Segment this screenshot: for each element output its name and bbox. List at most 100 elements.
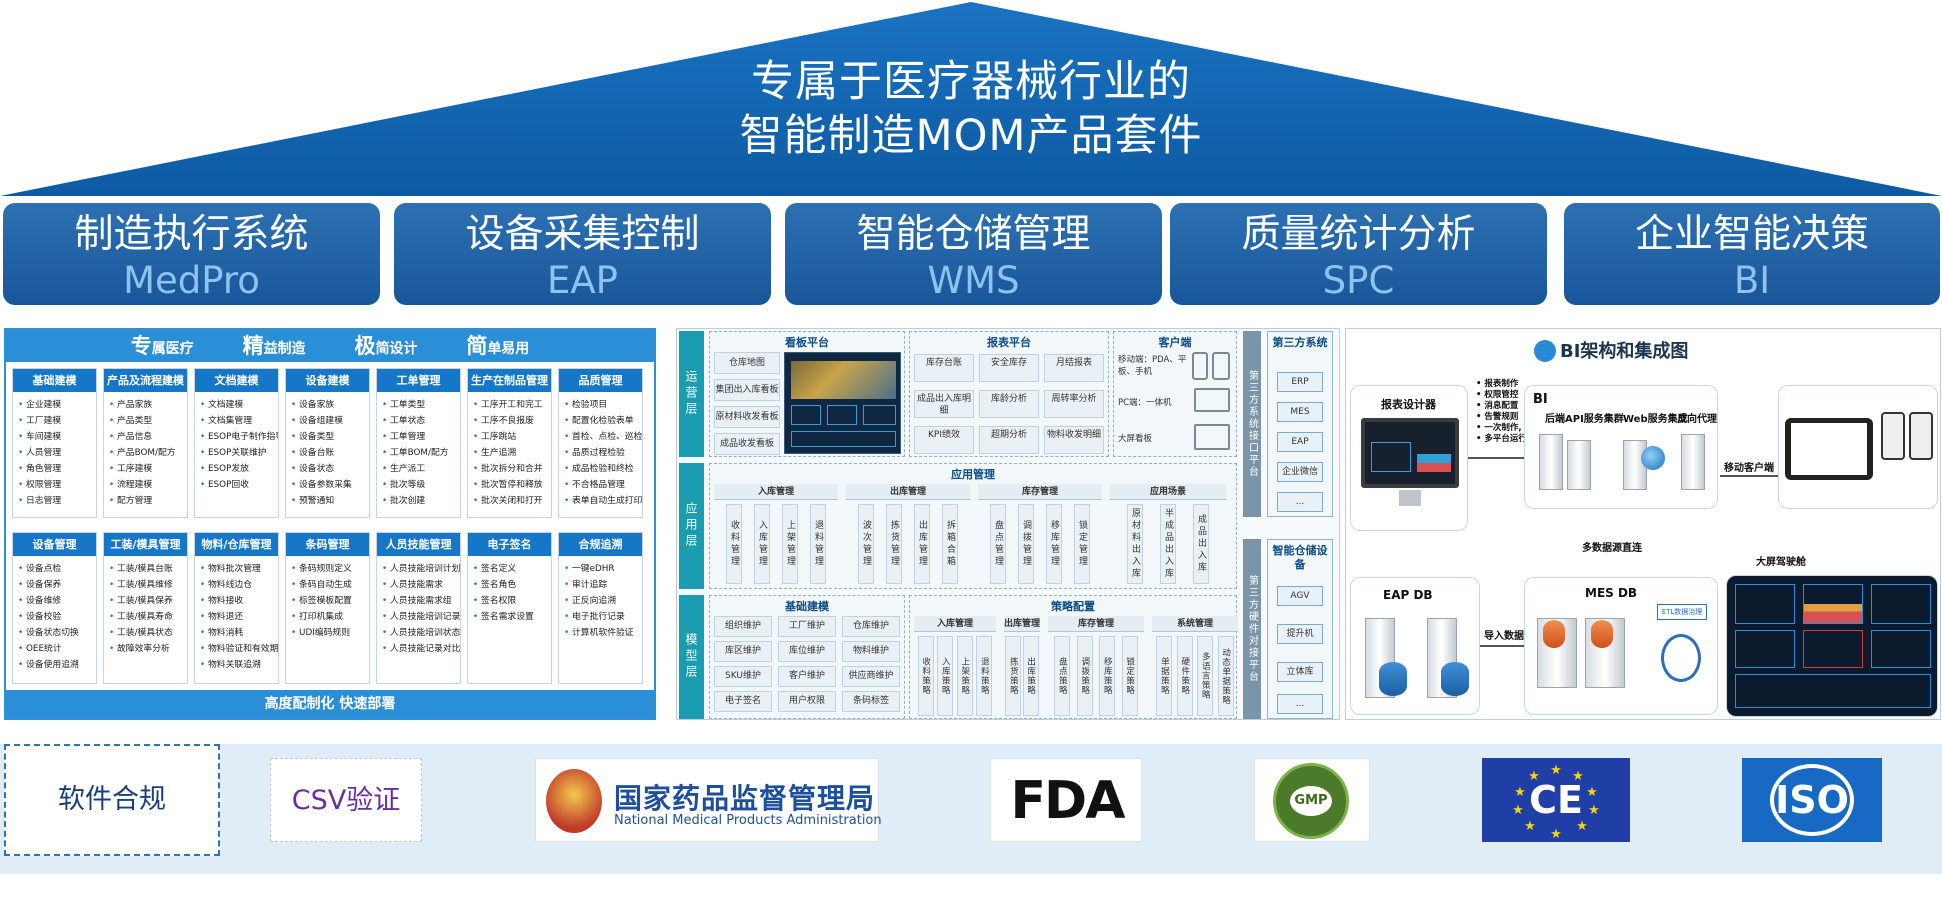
module-spc[interactable]: 质量统计分析 SPC	[1170, 203, 1547, 305]
report-item[interactable]: KPI绩效	[914, 426, 974, 454]
kanban-item[interactable]: 仓库地图	[714, 352, 780, 374]
app-item[interactable]: 拣货管理	[886, 504, 902, 584]
strategy-item[interactable]: 单据策略	[1156, 636, 1173, 716]
etl-db-icon	[1661, 634, 1701, 682]
app-item[interactable]: 退料管理	[810, 504, 826, 584]
mes-module-item: 预警通知	[291, 493, 369, 509]
strategy-item[interactable]: 多语言策略	[1197, 636, 1214, 716]
base-item[interactable]: 库区维护	[714, 641, 772, 662]
app-item[interactable]: 成品出入库	[1193, 504, 1209, 584]
app-item[interactable]: 波次管理	[858, 504, 874, 584]
mes-module-title[interactable]: 产品及流程建模	[104, 369, 187, 392]
base-item[interactable]: SKU维护	[714, 666, 772, 687]
report-item[interactable]: 安全库存	[979, 354, 1039, 382]
mes-module-item: 设备保养	[18, 577, 96, 593]
app-item[interactable]: 盘点管理	[990, 504, 1006, 584]
dashboard-thumbnail	[784, 352, 901, 454]
strategy-item[interactable]: 退料策略	[976, 636, 993, 716]
mes-module-title[interactable]: 文档建模	[195, 369, 278, 392]
app-item[interactable]: 上架管理	[782, 504, 798, 584]
report-item[interactable]: 月结报表	[1044, 354, 1104, 382]
strategy-item[interactable]: 移库策略	[1099, 636, 1116, 716]
app-item[interactable]: 移库管理	[1046, 504, 1062, 584]
third-party-item[interactable]: EAP	[1277, 432, 1323, 452]
client-mobile: 移动端：PDA、平板、手机	[1118, 355, 1187, 377]
app-item[interactable]: 锁定管理	[1074, 504, 1090, 584]
report-item[interactable]: 物料收发明细	[1044, 426, 1104, 454]
module-wms[interactable]: 智能仓储管理 WMS	[785, 203, 1162, 305]
third-party-item[interactable]: MES	[1277, 402, 1323, 422]
app-item[interactable]: 拆箱合箱	[942, 504, 958, 584]
report-item[interactable]: 周转率分析	[1044, 390, 1104, 418]
mes-module-card: 产品及流程建模产品家族产品类型产品信息产品BOM/配方工序建模流程建模配方管理	[103, 368, 188, 518]
csv-validation-badge: CSV验证	[270, 758, 422, 842]
strategy-item[interactable]: 调拨策略	[1076, 636, 1093, 716]
base-item[interactable]: 条码标签	[842, 691, 900, 712]
mes-module-title[interactable]: 物料/仓库管理	[195, 533, 278, 556]
strategy-item[interactable]: 拣货策略	[1005, 636, 1022, 716]
third-party-item[interactable]: ...	[1277, 492, 1323, 512]
app-item[interactable]: 调拨管理	[1018, 504, 1034, 584]
mes-module-card: 工单管理工单类型工单状态工单管理工单BOM/配方生产派工批次等级批次创建	[376, 368, 461, 518]
mes-module-item: 故障效率分析	[109, 641, 187, 657]
eu-stars-icon: ★★★ ★★★ ★★★ ★	[1512, 763, 1600, 842]
mes-module-item: 电子批行记录	[564, 609, 642, 625]
mes-module-title[interactable]: 条码管理	[286, 533, 369, 556]
mes-module-title[interactable]: 工装/模具管理	[104, 533, 187, 556]
base-item[interactable]: 电子签名	[714, 691, 772, 712]
base-item[interactable]: 工厂维护	[778, 616, 836, 637]
app-item[interactable]: 入库管理	[754, 504, 770, 584]
mes-module-title[interactable]: 电子签名	[468, 533, 551, 556]
kanban-item[interactable]: 成品收发看板	[714, 433, 780, 455]
report-item[interactable]: 库存台账	[914, 354, 974, 382]
report-item[interactable]: 成品出入库明细	[914, 390, 974, 418]
mes-module-title[interactable]: 设备管理	[13, 533, 96, 556]
module-eap[interactable]: 设备采集控制 EAP	[394, 203, 771, 305]
strategy-item[interactable]: 锁定策略	[1121, 636, 1138, 716]
app-item[interactable]: 原材料出入库	[1127, 504, 1143, 584]
mes-module-item: 成品检验和终检	[564, 461, 642, 477]
kanban-item[interactable]: 原材料收发看板	[714, 406, 780, 428]
mes-module-list: 检验项目配置化检验表单首检、点检、巡检品质过程检验成品检验和终检不合格品管理表单…	[559, 392, 642, 509]
third-party-item[interactable]: 企业微信	[1277, 462, 1323, 482]
mes-module-title[interactable]: 生产在制品管理	[468, 369, 551, 392]
strategy-item[interactable]: 动态单据策略	[1217, 636, 1234, 716]
kanban-item[interactable]: 集团出入库看板	[714, 379, 780, 401]
strategy-item[interactable]: 盘点策略	[1054, 636, 1071, 716]
strategy-item[interactable]: 收料策略	[917, 636, 934, 716]
report-item[interactable]: 库龄分析	[979, 390, 1039, 418]
device-item[interactable]: 提升机	[1277, 624, 1323, 644]
mes-module-item: 首检、点检、巡检	[564, 429, 642, 445]
strategy-item[interactable]: 入库策略	[937, 636, 954, 716]
app-item[interactable]: 出库管理	[914, 504, 930, 584]
base-item[interactable]: 客户维护	[778, 666, 836, 687]
client-pc: PC端：一体机	[1118, 398, 1172, 408]
device-item[interactable]: AGV	[1277, 586, 1323, 606]
app-item[interactable]: 收料管理	[726, 504, 742, 584]
base-item[interactable]: 物料维护	[842, 641, 900, 662]
report-item[interactable]: 超期分析	[979, 426, 1039, 454]
strategy-item[interactable]: 出库策略	[1022, 636, 1039, 716]
eap-db-box: EAP DB	[1350, 577, 1480, 715]
mes-module-item: 物料接收	[200, 593, 278, 609]
device-item[interactable]: 立体库	[1277, 662, 1323, 682]
mes-module-title[interactable]: 设备建模	[286, 369, 369, 392]
strategy-item[interactable]: 上架策略	[956, 636, 973, 716]
strategy-item[interactable]: 硬件策略	[1176, 636, 1193, 716]
base-item[interactable]: 仓库维护	[842, 616, 900, 637]
third-party-item[interactable]: ERP	[1277, 372, 1323, 392]
module-medpro[interactable]: 制造执行系统 MedPro	[3, 203, 380, 305]
base-item[interactable]: 库位维护	[778, 641, 836, 662]
app-item[interactable]: 半成品出入库	[1160, 504, 1176, 584]
mes-module-title[interactable]: 合规追溯	[559, 533, 642, 556]
mes-module-title[interactable]: 品质管理	[559, 369, 642, 392]
device-item[interactable]: ...	[1277, 694, 1323, 714]
mes-module-title[interactable]: 人员技能管理	[377, 533, 460, 556]
base-item[interactable]: 用户权限	[778, 691, 836, 712]
mes-module-title[interactable]: 工单管理	[377, 369, 460, 392]
base-item[interactable]: 供应商维护	[842, 666, 900, 687]
module-bi[interactable]: 企业智能决策 BI	[1564, 203, 1940, 305]
strategy-group-title: 出库管理	[1004, 616, 1040, 632]
mes-module-title[interactable]: 基础建模	[13, 369, 96, 392]
base-item[interactable]: 组织维护	[714, 616, 772, 637]
